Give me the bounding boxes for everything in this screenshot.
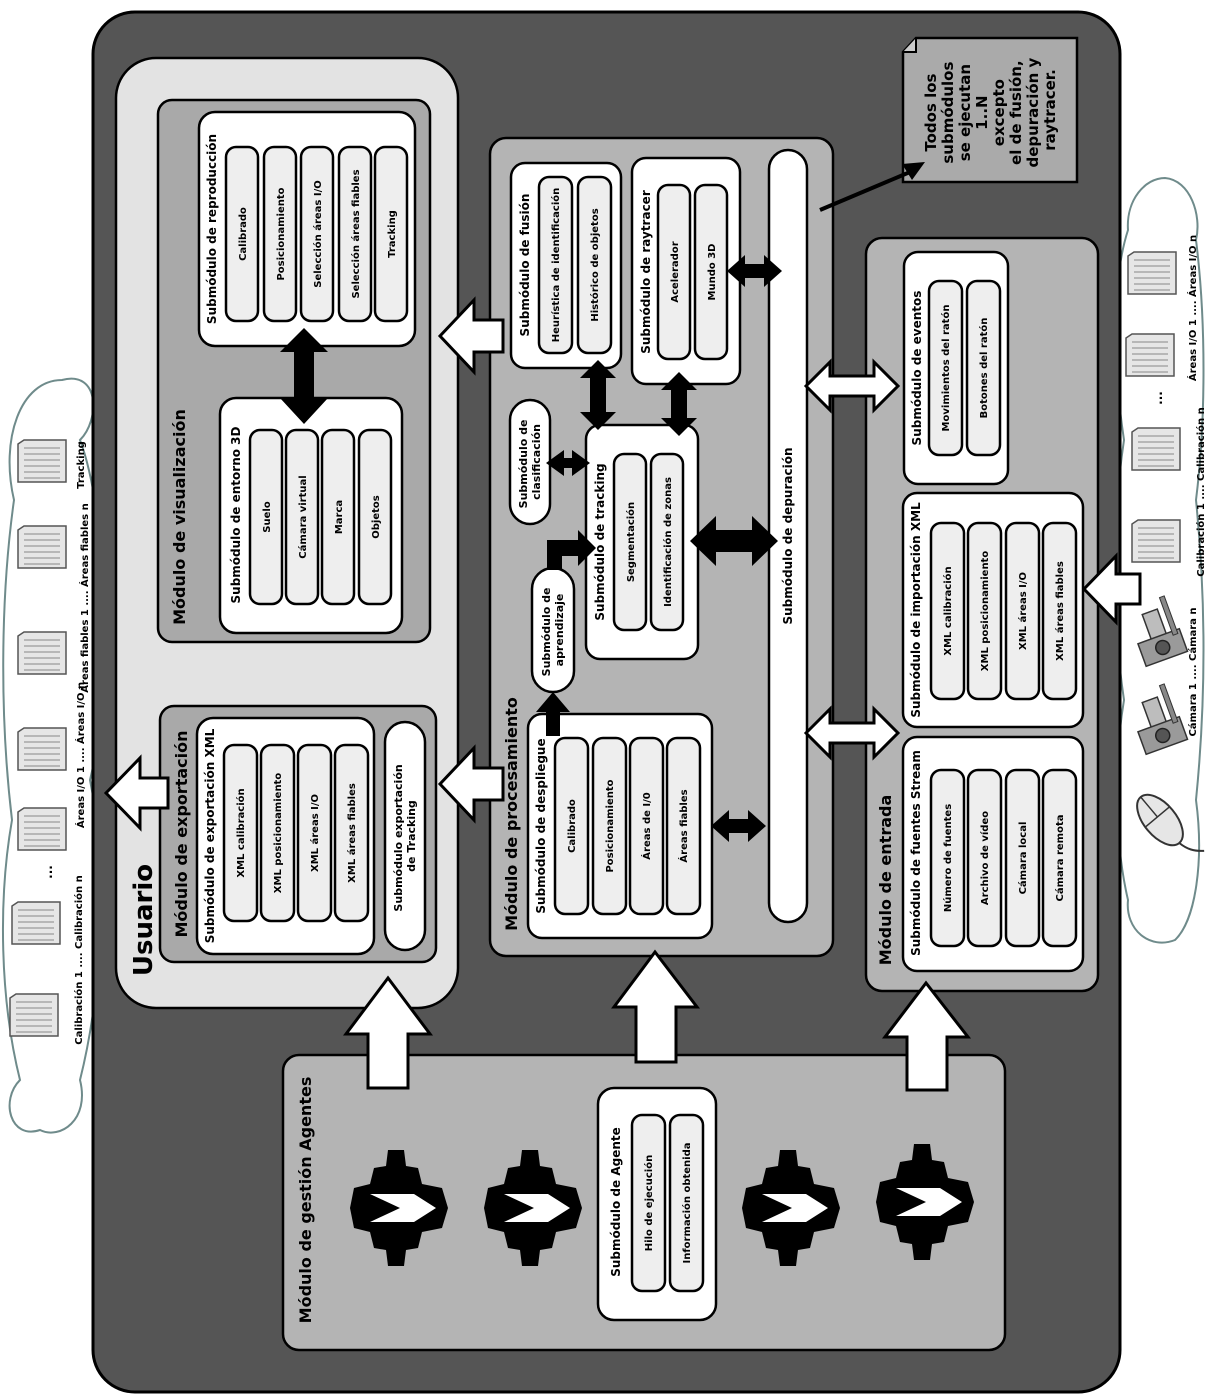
usuario-title: Usuario: [129, 864, 159, 976]
agente-item: Información obtenida: [681, 1142, 693, 1263]
fuentes-item: Número de fuentes: [942, 804, 954, 912]
left-cloud-label-areas-fiables: Áreas fiables 1 .... Áreas fiables n: [78, 503, 91, 692]
exportacion-xml-item: XML posicionamiento: [273, 773, 284, 894]
fusion-title: Submódulo de fusión: [518, 194, 532, 337]
raytracer-title: Submódulo de raytracer: [639, 190, 653, 354]
importacion-item: XML calibración: [942, 566, 954, 655]
right-cloud-dots: ...: [1151, 391, 1165, 405]
exportacion-xml-title: Submódulo de exportación XML: [203, 728, 217, 943]
importacion-item: XML áreas fiables: [1054, 561, 1066, 661]
reproduccion-title: Submódulo de reproducción: [205, 134, 219, 324]
file-icon: [18, 728, 66, 770]
file-icon: [1126, 334, 1174, 376]
agente-item: Hilo de ejecución: [643, 1155, 655, 1251]
file-icon: [18, 440, 66, 482]
despliegue-item: Posicionamiento: [605, 779, 616, 872]
file-icon: [1128, 252, 1176, 294]
eventos-title: Submódulo de eventos: [910, 291, 924, 446]
fusion-item: Heurística de identificación: [550, 188, 562, 343]
file-icon: [10, 994, 58, 1036]
fuentes-title: Submódulo de fuentes Stream: [909, 750, 923, 956]
reproduccion-item: Calibrado: [238, 207, 249, 261]
fuentes-item: Archivo de vídeo: [979, 811, 991, 905]
reproduccion-item: Selección áreas I/O: [312, 180, 324, 287]
visualizacion-title: Módulo de visualización: [170, 409, 189, 625]
aprendizaje-title: Submódulo de aprendizaje: [540, 584, 566, 677]
right-cloud-label-calibracion: Calibración 1 .... Calibración n: [1195, 407, 1206, 576]
reproduccion-item: Selección áreas fiables: [350, 169, 362, 298]
tracking-title: Submódulo de tracking: [593, 463, 607, 620]
raytracer-item: Acelerador: [670, 241, 681, 302]
fusion-item: Histórico de objetos: [589, 208, 601, 321]
eventos-item: Movimientos del ratón: [940, 305, 952, 432]
file-icon: [1132, 520, 1180, 562]
eventos-item: Botones del ratón: [978, 318, 990, 419]
file-icon: [18, 632, 66, 674]
entorno3d-item: Cámara virtual: [297, 475, 309, 558]
importacion-item: XML áreas I/O: [1017, 572, 1029, 650]
file-icon: [12, 902, 60, 944]
entorno3d-item: Objetos: [371, 495, 382, 539]
exportacion-xml-item: XML áreas fiables: [346, 783, 358, 883]
reproduccion-item: Tracking: [387, 210, 398, 258]
agente-title: Submódulo de Agente: [609, 1127, 623, 1277]
raytracer-item: Mundo 3D: [707, 244, 718, 301]
file-icon: [1132, 428, 1180, 470]
importacion-title: Submódulo de importación XML: [909, 502, 923, 718]
despliegue-item: Áreas de I/0: [640, 792, 653, 859]
despliegue-title: Submódulo de despliegue: [534, 738, 548, 913]
left-cloud-label-tracking: Tracking: [76, 441, 87, 489]
entorno3d-title: Submódulo de entorno 3D: [229, 426, 243, 603]
tracking-item: Identificación de zonas: [662, 477, 674, 607]
entorno3d-item: Suelo: [262, 501, 273, 533]
exportacion-title: Módulo de exportación: [172, 731, 191, 938]
left-cloud-dots: ...: [41, 865, 55, 879]
fuentes-item: Cámara remota: [1054, 815, 1066, 902]
clasificacion-title: Submódulo de clasificación: [517, 416, 543, 509]
tracking-item: Segmentación: [625, 502, 637, 582]
file-icon: [18, 526, 66, 568]
fuentes-item: Cámara local: [1017, 822, 1029, 895]
procesamiento-title: Módulo de procesamiento: [502, 697, 521, 931]
file-icon: [18, 808, 66, 850]
left-cloud-label-calibracion: Calibración 1 .... Calibración n: [73, 875, 85, 1044]
importacion-item: XML posicionamiento: [980, 551, 991, 672]
despliegue-item: Calibrado: [567, 799, 578, 853]
exportacion-xml-item: XML áreas I/O: [309, 794, 321, 872]
right-cloud-label-camara: Cámara 1 .... Cámara n: [1187, 607, 1199, 736]
reproduccion-item: Posicionamiento: [276, 187, 287, 280]
exportacion-xml-item: XML calibración: [235, 788, 247, 877]
entrada-title: Módulo de entrada: [876, 795, 895, 966]
right-cloud-label-areas-io: Áreas I/O 1 .... Áreas I/O n: [1186, 235, 1199, 381]
entorno3d-item: Marca: [334, 500, 345, 534]
agentes-title: Módulo de gestión Agentes: [296, 1077, 315, 1324]
despliegue-item: Áreas fiables: [677, 789, 690, 862]
depuracion-title: Submódulo de depuración: [781, 448, 795, 625]
left-cloud-label-areas-io: Áreas I/O 1 .... Áreas I/O n: [74, 682, 87, 828]
